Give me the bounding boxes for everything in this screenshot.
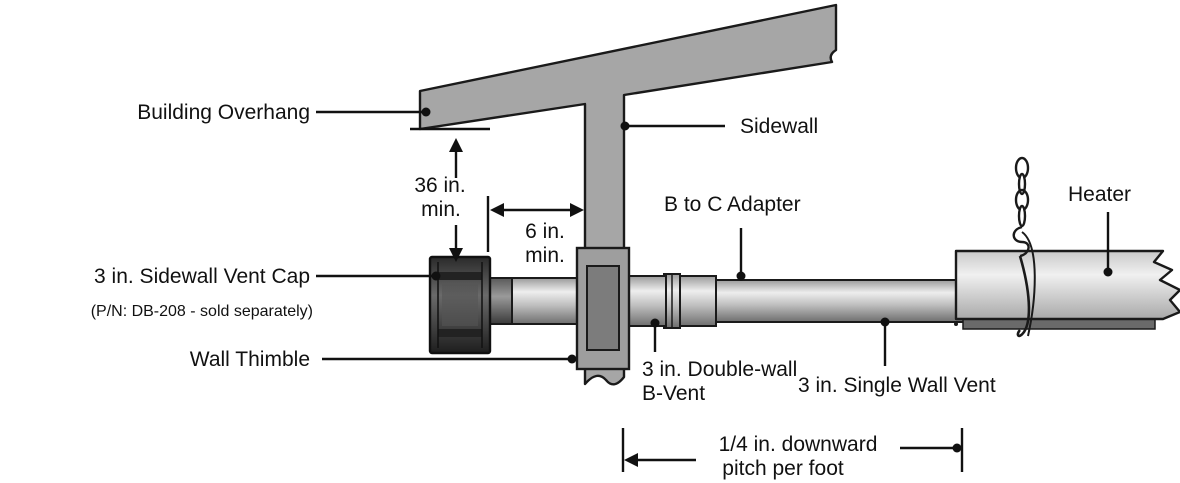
leader-lines — [316, 107, 1113, 366]
heater-label: Heater — [1068, 183, 1131, 206]
vent-pipe-assembly — [428, 246, 968, 371]
double-wall-b-vent-pipe — [623, 275, 667, 327]
clearance-6in-min-label: min. — [525, 244, 565, 267]
pitch-dimension — [621, 428, 964, 472]
diagram-labels: Building Overhang Sidewall Heater B to C… — [91, 101, 1131, 480]
double-wall-label-line2: B-Vent — [642, 382, 705, 405]
sidewall-label: Sidewall — [740, 115, 818, 138]
heater-body — [954, 249, 1180, 321]
heater-bracket — [962, 318, 1156, 330]
single-wall-label: 3 in. Single Wall Vent — [798, 374, 996, 397]
double-wall-label: 3 in. Double-wall — [642, 358, 797, 381]
wall-thimble-label: Wall Thimble — [190, 348, 310, 371]
building-overhang-roof — [418, 3, 838, 386]
single-wall-vent-pipe — [714, 279, 968, 323]
pitch-label: 1/4 in. downward — [719, 433, 878, 456]
wall-thimble-collar — [586, 265, 620, 351]
vent-cap-coupler — [487, 277, 513, 325]
clearance-6in-dimension: 6 in. min. — [486, 196, 584, 267]
vent-cap-label: 3 in. Sidewall Vent Cap — [94, 265, 310, 288]
outer-pipe-section — [507, 277, 587, 325]
s-hook-chain-icon — [1012, 156, 1036, 338]
vent-cap-part-label: (P/N: DB-208 - sold separately) — [91, 303, 313, 320]
heater-unit — [954, 249, 1180, 330]
clearance-36in-min-label: min. — [421, 198, 461, 221]
building-overhang-label: Building Overhang — [137, 101, 310, 124]
clearance-36in-dimension: 36 in. min. — [410, 127, 490, 262]
clearance-6in-label: 6 in. — [525, 220, 565, 243]
clearance-36in-label: 36 in. — [414, 174, 465, 197]
building-structure — [418, 3, 838, 386]
b-to-c-adapter-body — [675, 275, 717, 327]
b-to-c-adapter-label: B to C Adapter — [664, 193, 801, 216]
sidewall-vent-cap — [428, 255, 492, 355]
pitch-label-line2: pitch per foot — [722, 457, 844, 480]
